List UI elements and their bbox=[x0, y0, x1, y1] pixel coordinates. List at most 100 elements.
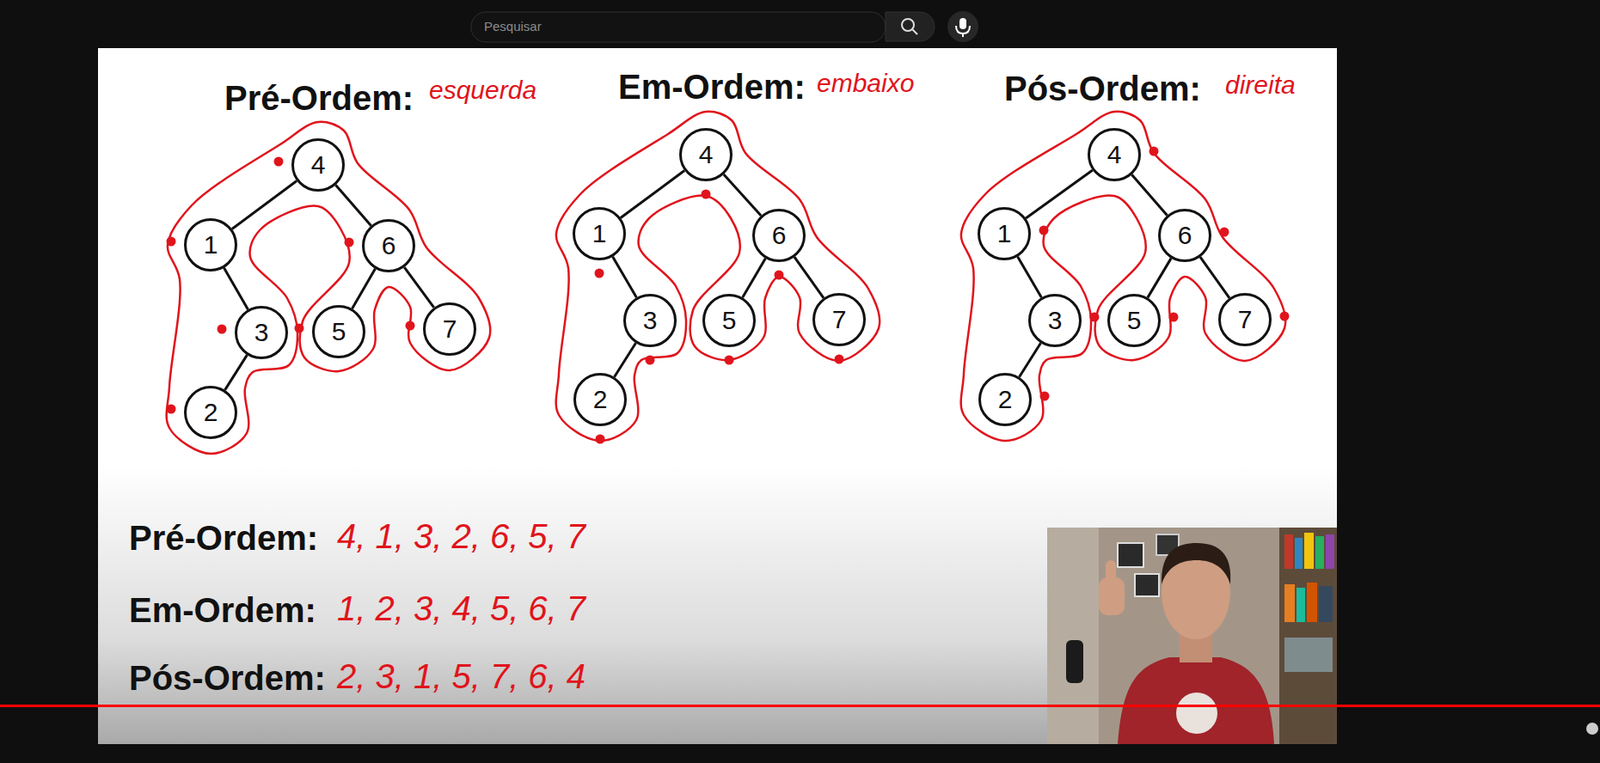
tree-node-circle: 7 bbox=[1218, 293, 1272, 347]
euler-tour-contour bbox=[961, 111, 1287, 442]
tree-node-circle: 4 bbox=[291, 138, 345, 192]
book bbox=[1318, 586, 1333, 623]
visit-dot bbox=[645, 355, 656, 366]
node-value: 3 bbox=[1048, 307, 1063, 334]
tree-node-circle: 7 bbox=[422, 302, 477, 356]
tree-edge bbox=[225, 355, 248, 391]
tree-edge bbox=[1147, 258, 1171, 299]
tree-edge bbox=[404, 267, 434, 308]
tree-node-circle: 1 bbox=[977, 207, 1031, 261]
tree-edge bbox=[335, 184, 371, 226]
handwritten-note: esquerda bbox=[429, 75, 537, 106]
mic-button bbox=[947, 11, 979, 43]
node-value: 2 bbox=[998, 386, 1013, 413]
tree-node-circle: 6 bbox=[361, 219, 416, 273]
handwritten-note: embaixo bbox=[816, 68, 914, 99]
microphone bbox=[1066, 640, 1084, 684]
euler-tour-contour bbox=[166, 122, 491, 454]
node-value: 5 bbox=[1127, 307, 1142, 334]
toggle-knob bbox=[1586, 723, 1599, 736]
book bbox=[1294, 538, 1303, 570]
tree-node-circle: 4 bbox=[679, 128, 733, 182]
traversal-sequence: 4, 1, 3, 2, 6, 5, 7 bbox=[337, 516, 586, 557]
visit-dot bbox=[1280, 312, 1290, 322]
visit-dot bbox=[274, 157, 284, 167]
visit-dot bbox=[1039, 226, 1049, 236]
visit-dot bbox=[166, 404, 177, 415]
traversal-sequence: 1, 2, 3, 4, 5, 6, 7 bbox=[337, 588, 586, 629]
node-value: 3 bbox=[254, 319, 270, 346]
tree-edge bbox=[1025, 170, 1093, 219]
node-value: 3 bbox=[643, 307, 658, 334]
picture-frame bbox=[1134, 574, 1159, 597]
search-placeholder: Pesquisar bbox=[484, 18, 542, 34]
search-icon bbox=[901, 18, 914, 31]
tree-node-circle: 3 bbox=[234, 306, 289, 360]
node-value: 7 bbox=[442, 316, 458, 343]
mic-icon bbox=[959, 18, 967, 30]
book bbox=[1296, 588, 1306, 623]
visit-dot bbox=[595, 435, 606, 445]
node-value: 4 bbox=[311, 152, 326, 178]
tree-node-circle: 2 bbox=[573, 373, 627, 427]
node-value: 1 bbox=[203, 232, 219, 258]
tree-node-circle: 7 bbox=[812, 293, 866, 347]
node-value: 6 bbox=[381, 232, 397, 259]
tree-heading: Pós-Ordem: bbox=[1004, 68, 1202, 109]
book bbox=[1304, 533, 1314, 570]
tree-edge bbox=[742, 258, 767, 299]
tree-edge bbox=[224, 268, 249, 310]
person-hair bbox=[1161, 543, 1231, 585]
visit-dot bbox=[834, 355, 845, 365]
visit-dot bbox=[166, 237, 177, 247]
node-value: 7 bbox=[832, 306, 847, 333]
tree-node-circle: 4 bbox=[1087, 128, 1141, 182]
tree-edge bbox=[1200, 257, 1230, 299]
sequence-heading: Pré-Ordem: bbox=[128, 518, 319, 558]
tree-node-circle: 1 bbox=[572, 207, 626, 261]
tree-edge bbox=[232, 181, 297, 230]
tree-node-circle: 6 bbox=[1158, 208, 1212, 263]
tree-edge bbox=[723, 174, 761, 216]
visit-dot bbox=[594, 269, 605, 279]
tree-heading: Em-Ordem: bbox=[618, 67, 806, 107]
tree-node-circle: 5 bbox=[1107, 294, 1161, 348]
video-frame bbox=[98, 48, 1337, 745]
visit-dot bbox=[1040, 392, 1050, 402]
book bbox=[1284, 584, 1295, 623]
book bbox=[1315, 536, 1325, 570]
node-value: 4 bbox=[698, 141, 714, 168]
node-value: 2 bbox=[593, 386, 608, 413]
book bbox=[1284, 534, 1294, 570]
visit-dot bbox=[344, 238, 355, 248]
tree-node-circle: 3 bbox=[1028, 294, 1082, 348]
search-box bbox=[471, 12, 886, 43]
traversal-sequence: 2, 3, 1, 5, 7, 6, 4 bbox=[337, 656, 586, 697]
visit-dot bbox=[1169, 312, 1179, 323]
search-button bbox=[885, 12, 935, 42]
tree-edge bbox=[352, 269, 376, 309]
node-value: 7 bbox=[1238, 306, 1253, 333]
node-value: 2 bbox=[203, 399, 219, 426]
tree-edge bbox=[1019, 343, 1042, 378]
node-value: 4 bbox=[1107, 141, 1122, 168]
webcam-background bbox=[1047, 527, 1337, 745]
search-icon bbox=[912, 29, 918, 35]
visit-dot bbox=[217, 324, 227, 335]
book-stack bbox=[1284, 637, 1333, 673]
tree-edge bbox=[613, 257, 638, 298]
person-hand bbox=[1098, 577, 1125, 616]
tree-heading: Pré-Ordem: bbox=[224, 78, 414, 118]
person-thumb bbox=[1105, 560, 1116, 583]
tree-edge bbox=[620, 170, 685, 218]
visit-dot bbox=[1090, 312, 1100, 323]
node-value: 1 bbox=[592, 220, 607, 247]
tree-edge bbox=[794, 257, 824, 299]
tree-node-circle: 3 bbox=[623, 294, 677, 348]
visit-dot bbox=[1149, 147, 1159, 157]
mic-icon bbox=[956, 25, 970, 37]
tree-node-circle: 6 bbox=[752, 208, 806, 263]
top-bar bbox=[0, 0, 1600, 49]
tree-edge bbox=[614, 343, 637, 378]
node-value: 6 bbox=[1177, 222, 1193, 249]
